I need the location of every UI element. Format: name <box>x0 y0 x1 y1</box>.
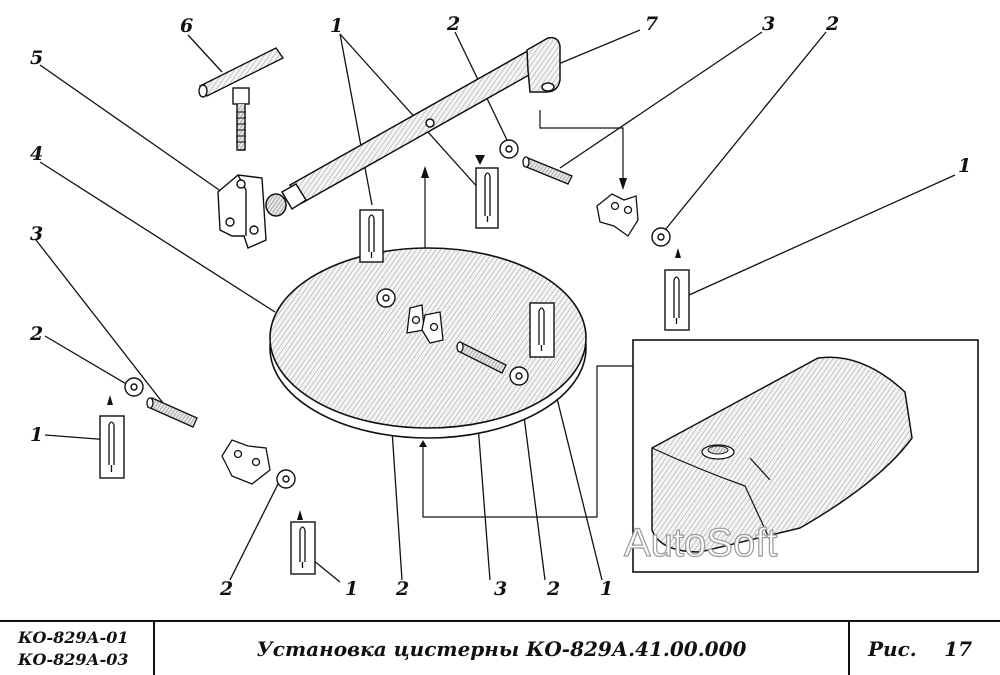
figure-label: Рис. <box>868 636 917 661</box>
bracket-5 <box>217 174 267 249</box>
callout-2-bottom-b: 2 <box>395 578 409 600</box>
callout-6: 6 <box>180 15 193 37</box>
callout-3-bottom: 3 <box>494 578 507 600</box>
model-codes: КО-829А-01 КО-829А-03 <box>0 622 155 675</box>
callout-2-left: 2 <box>29 323 43 345</box>
model-code-1: КО-829А-01 <box>18 627 129 647</box>
callout-4: 4 <box>30 143 43 165</box>
tank-inset: AutoSoft <box>623 339 979 573</box>
cotter-pins <box>108 172 680 568</box>
pin-top-right <box>522 156 573 185</box>
callout-1-bottom-b: 1 <box>600 578 613 600</box>
figure-number: 17 <box>944 636 972 661</box>
pin-on-disc <box>456 341 507 374</box>
callout-1-bottom-a: 1 <box>345 578 358 600</box>
bracket-right <box>596 193 639 237</box>
disc-bracket <box>406 304 444 344</box>
callout-1-left: 1 <box>30 424 43 446</box>
washers <box>124 139 671 489</box>
callout-2-bottom-c: 2 <box>546 578 560 600</box>
callouts: 6 1 2 7 3 2 5 4 1 3 2 1 2 1 2 3 2 1 <box>29 13 971 600</box>
callout-2-top-mid: 2 <box>446 13 460 35</box>
leader-lines <box>35 29 956 583</box>
assembly-drawing: AutoSoft 6 1 2 7 3 2 5 4 1 3 2 1 2 1 2 3… <box>29 13 979 600</box>
tank-cradle-disc <box>269 247 587 439</box>
callout-1-top: 1 <box>330 15 343 37</box>
watermark: AutoSoft <box>624 521 777 565</box>
shaft <box>265 36 561 217</box>
callout-7: 7 <box>645 13 658 35</box>
title-block: КО-829А-01 КО-829А-03 Установка цистерны… <box>0 620 1000 675</box>
t-handle-bolt <box>198 47 285 151</box>
figure-ref: Рис. 17 <box>850 622 1000 675</box>
callout-3-left: 3 <box>30 223 43 245</box>
callout-2-bottom-a: 2 <box>219 578 233 600</box>
callout-5: 5 <box>30 47 43 69</box>
callout-1-right: 1 <box>958 155 971 177</box>
callout-2-top-right: 2 <box>825 13 839 35</box>
callout-3-top: 3 <box>762 13 775 35</box>
model-code-2: КО-829А-03 <box>18 649 129 669</box>
drawing-title: Установка цистерны КО-829А.41.00.000 <box>155 622 850 675</box>
pin-left <box>146 397 198 428</box>
bracket-bottom-left <box>221 439 271 485</box>
